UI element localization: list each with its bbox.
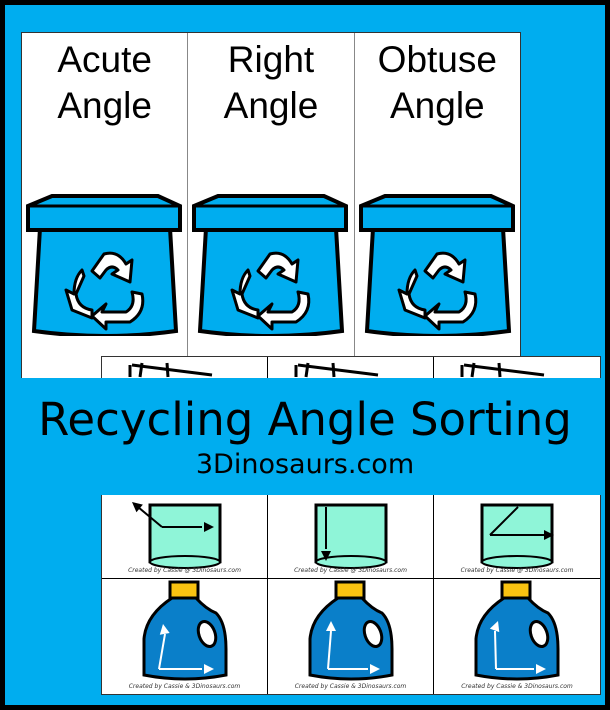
angle-arrows-icon [158,624,214,674]
card-glass-acute[interactable]: Created by Cassie @ 3Dinosaurs.com [434,357,600,579]
site-name: 3Dinosaurs.com [195,449,415,480]
credit: Created by Cassie & 3Dinosaurs.com [294,683,407,690]
label-line: Acute [57,39,152,80]
credit: Created by Cassie @ 3Dinosaurs.com [294,567,407,574]
detergent-bottle-icon [142,580,228,681]
credit: Created by Cassie & 3Dinosaurs.com [461,683,573,690]
label-line: Angle [223,85,319,126]
credit: Created by Cassie @ 3Dinosaurs.com [460,567,574,574]
recycle-arrows-icon [230,251,311,331]
title-banner: Recycling Angle Sorting 3Dinosaurs.com [5,378,605,495]
detergent-bottle-icon [474,580,560,681]
card-glass-right[interactable]: Created by Cassie @ 3Dinosaurs.com [268,357,434,579]
angle-arrows-icon [489,621,546,674]
card-bottle-acute-2[interactable]: Created by Cassie & 3Dinosaurs.com [434,579,600,694]
glass-jar-icon [128,362,222,569]
card-glass-obtuse[interactable]: Created by Cassie @ 3Dinosaurs.com [102,357,268,579]
label-line: Angle [390,85,485,126]
recycling-bin-icon [26,194,182,336]
page-title: Recycling Angle Sorting [38,393,572,446]
recycle-arrows-icon [397,251,477,331]
recycling-bin-icon [358,194,515,336]
glass-jar-icon [460,362,554,569]
angle-arrows-icon [326,621,380,674]
card-bottle-acute[interactable]: Created by Cassie & 3Dinosaurs.com [102,579,268,694]
recycle-arrows-icon [64,251,145,331]
glass-jar-icon [294,362,388,569]
label-line: Obtuse [377,39,497,80]
recycling-bin-icon [192,194,349,336]
credit: Created by Cassie @ 3Dinosaurs.com [128,567,241,574]
credit: Created by Cassie & 3Dinosaurs.com [128,683,241,690]
label-line: Angle [57,85,152,126]
detergent-bottle-icon [308,580,394,681]
label-line: Right [227,39,315,80]
card-bottle-right[interactable]: Created by Cassie & 3Dinosaurs.com [268,579,434,694]
